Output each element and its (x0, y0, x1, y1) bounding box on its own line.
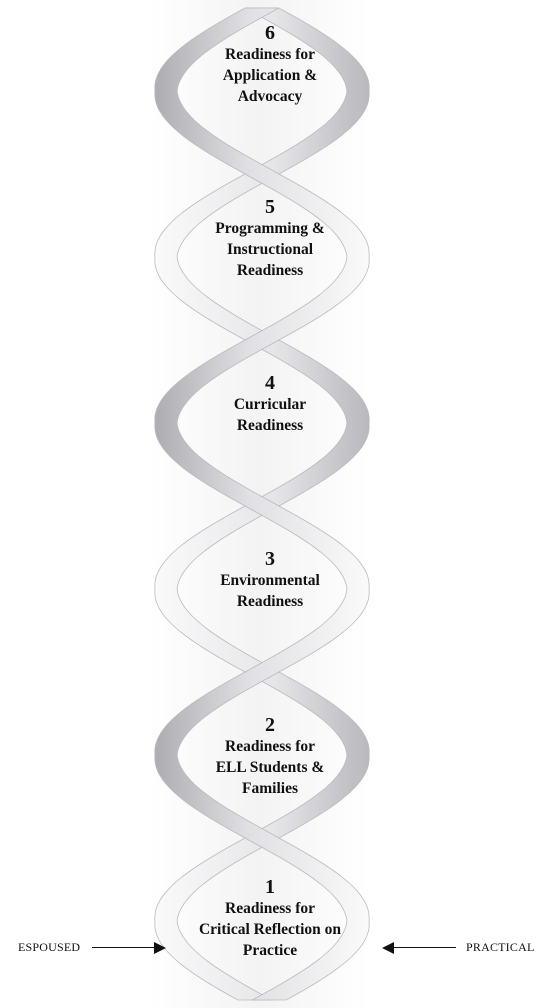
practical-arrow-head (382, 942, 394, 954)
espoused-arrow-shaft (92, 947, 154, 948)
level-number: 4 (265, 372, 275, 394)
espoused-arrow-head (154, 942, 166, 954)
level-title-line: Readiness (236, 262, 304, 279)
espoused-label: ESPOUSED (18, 940, 81, 954)
level-title-line: Critical Reflection on (198, 921, 342, 938)
level-number: 3 (265, 548, 275, 570)
level-number: 6 (265, 22, 275, 44)
level-title-line: Advocacy (237, 88, 303, 105)
level-title-line: Environmental (220, 572, 320, 589)
level-title-line: Curricular (233, 396, 307, 413)
level-number: 2 (265, 714, 275, 736)
level-title-line: Readiness for (225, 46, 315, 63)
level-number: 1 (265, 876, 275, 898)
level-title-line: Application & (222, 67, 318, 84)
level-title-line: Readiness for (225, 738, 315, 755)
practical-arrow-shaft (394, 947, 456, 948)
level-title-line: Readiness (236, 417, 304, 434)
level-title-line: Instructional (226, 241, 314, 258)
level-title-line: Practice (242, 942, 298, 959)
level-title-line: Readiness (236, 593, 304, 610)
practical-label: PRACTICAL (466, 940, 535, 954)
level-number: 5 (265, 196, 275, 218)
level-title-line: Families (242, 780, 298, 797)
level-title-line: Programming & (215, 220, 325, 237)
helix-strand-b (154, 7, 370, 1001)
level-title-line: Readiness for (225, 900, 315, 917)
level-title-line: ELL Students & (215, 759, 325, 776)
